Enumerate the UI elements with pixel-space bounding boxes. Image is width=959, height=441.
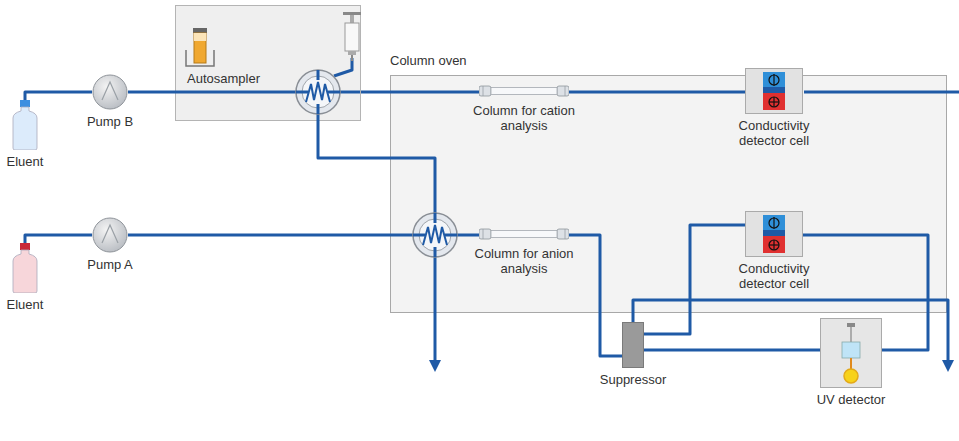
injection-valve: [413, 213, 457, 257]
node-label: Conductivity detector cell: [722, 118, 826, 148]
flow-connector: [569, 235, 622, 356]
node-label: Conductivity detector cell: [722, 261, 826, 291]
flow-connector: [128, 234, 479, 237]
outlet-line: [633, 300, 948, 362]
pump: Pump A: [92, 217, 128, 253]
flow-connector: [644, 349, 820, 352]
autosampler-box: Autosampler: [175, 5, 361, 121]
sample-vial: [186, 28, 214, 66]
flow-line: [318, 114, 435, 213]
flow-line: [175, 91, 296, 94]
column: Column for cation analysis: [479, 83, 569, 99]
flow-connector: [569, 91, 745, 94]
flow-connector: [25, 235, 92, 243]
node-label: Eluent: [0, 297, 55, 312]
pump-symbol: [92, 74, 128, 110]
conductivity-cell: Conductivity detector cell: [745, 211, 803, 257]
column-tube: [479, 226, 569, 242]
node-label: Pump B: [75, 114, 145, 129]
cell-icon: [745, 68, 803, 114]
column: Column for anion analysis: [479, 226, 569, 242]
eluent-bottle: Eluent: [12, 243, 38, 293]
syringe: [343, 12, 361, 61]
outlet-arrow: [942, 360, 954, 372]
flow-connector: [25, 92, 92, 100]
flow-line: [340, 91, 360, 94]
column-tube: [479, 83, 569, 99]
node-label: Column for anion analysis: [469, 246, 579, 276]
outlet-arrow: [429, 360, 441, 372]
node-label: Autosampler: [187, 71, 260, 86]
conductivity-cell: Conductivity detector cell: [745, 68, 803, 114]
flow-connector: [361, 91, 479, 94]
suppressor: Suppressor: [622, 322, 644, 368]
cell-icon: [745, 211, 803, 257]
eluent-bottle: Eluent: [12, 100, 38, 150]
outlet-line: [804, 91, 959, 94]
eluent-bottle: [12, 100, 38, 150]
node-label: Eluent: [0, 154, 55, 169]
waste-line: [434, 257, 437, 362]
injection-valve: [296, 70, 340, 114]
column-oven: Column ovenColumn for cation analysisCon…: [390, 75, 947, 313]
node-label: Pump A: [75, 257, 145, 272]
flow-connector: [644, 225, 745, 334]
pump: Pump B: [92, 74, 128, 110]
node-label: Column for cation analysis: [469, 103, 579, 133]
node-label: Column oven: [390, 53, 467, 68]
flow-line: [334, 58, 352, 76]
uv-icon: [820, 318, 882, 388]
node-label: UV detector: [801, 392, 901, 407]
flow-connector: [128, 91, 175, 94]
uv-detector: UV detector: [820, 318, 882, 388]
suppressor-block: [622, 322, 644, 368]
node-label: Suppressor: [588, 372, 678, 387]
pump-symbol: [92, 217, 128, 253]
eluent-bottle: [12, 243, 38, 293]
